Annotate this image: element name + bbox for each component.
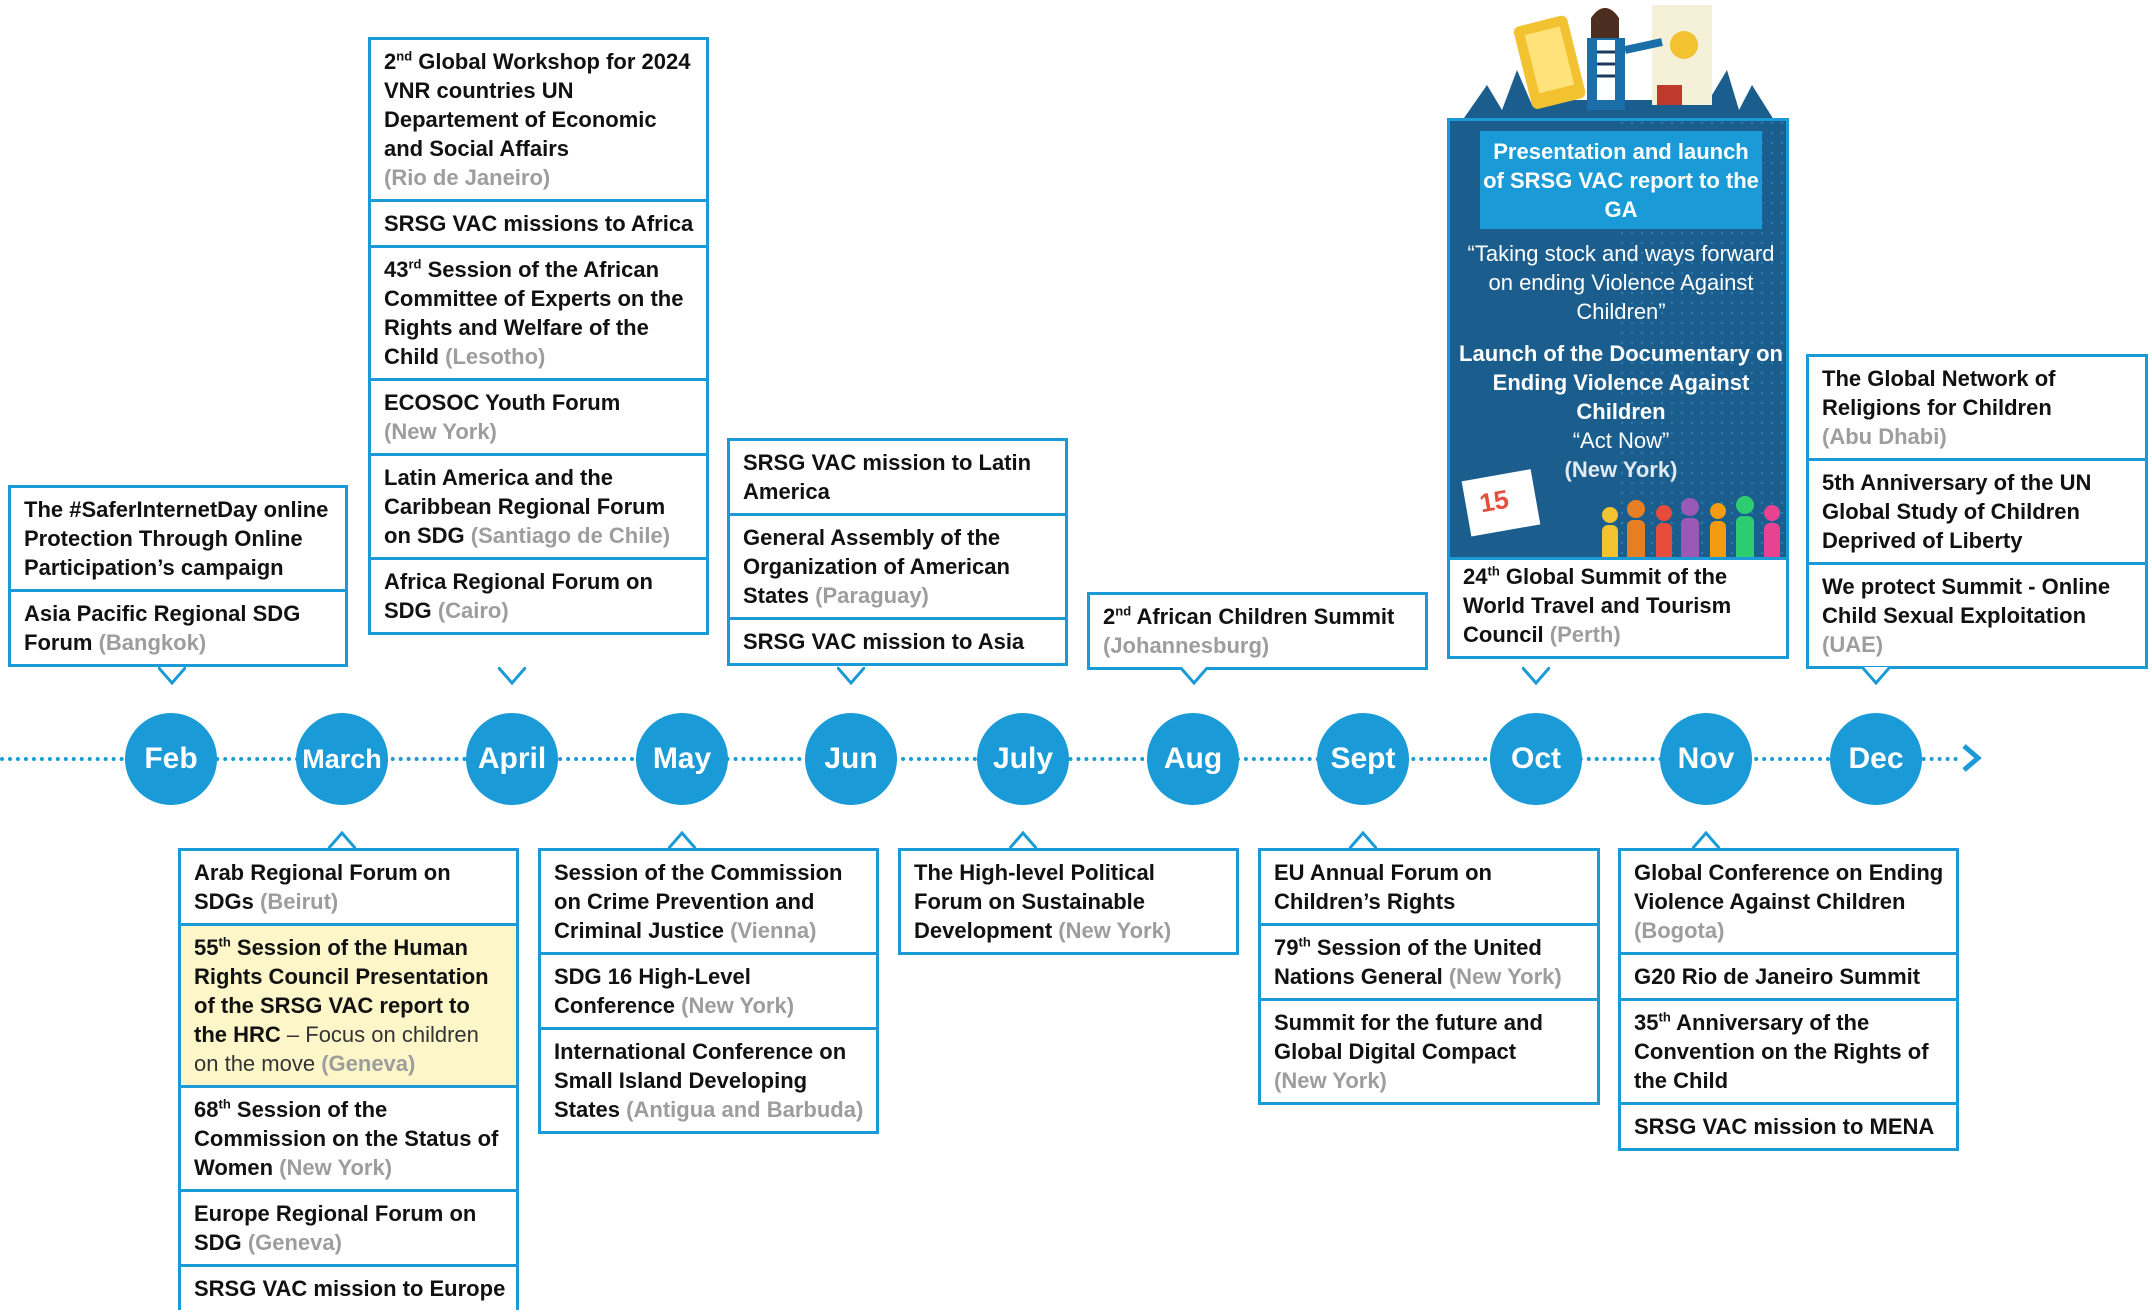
event-item: SRSG VAC mission to Asia — [730, 617, 1065, 663]
event-item: Europe Regional Forum on SDG (Geneva) — [181, 1189, 516, 1264]
event-item: SRSG VAC mission to Latin America — [743, 450, 1032, 504]
event-item: SRSG VAC mission to Europe — [181, 1264, 516, 1310]
connector-pointer — [1180, 667, 1208, 685]
event-item: 43rd Session of the African Committee of… — [371, 245, 706, 378]
event-item: The #SaferInternetDay online Protection … — [24, 497, 329, 580]
event-item: EU Annual Forum on Children’s Rights — [1274, 860, 1492, 914]
month-oct: Oct — [1490, 713, 1582, 805]
event-item: 5th Anniversary of the UN Global Study o… — [1809, 458, 2145, 562]
event-item: 2nd African Children Summit(Johannesburg… — [1103, 603, 1395, 658]
march-events-box: Arab Regional Forum on SDGs (Beirut) 55t… — [178, 848, 519, 1310]
event-item: ECOSOC Youth Forum(New York) — [371, 378, 706, 453]
connector-pointer — [1862, 667, 1890, 685]
children-silhouettes-icon — [1602, 496, 1780, 557]
featured-launch-title: Launch of the Documentary on Ending Viol… — [1459, 341, 1783, 424]
aug-events-box: 2nd African Children Summit(Johannesburg… — [1087, 592, 1428, 670]
featured-act-now: “Act Now” — [1572, 428, 1670, 453]
event-item: General Assembly of the Organization of … — [730, 513, 1065, 617]
jun-events-box: SRSG VAC mission to Latin America Genera… — [727, 438, 1068, 666]
event-item: 35th Anniversary of the Convention on th… — [1621, 998, 1956, 1102]
month-feb: Feb — [125, 713, 217, 805]
nov-events-box: Global Conference on Ending Violence Aga… — [1618, 848, 1959, 1151]
month-dec: Dec — [1830, 713, 1922, 805]
connector-pointer — [158, 667, 186, 685]
presenter-illustration-icon — [1457, 5, 1779, 128]
event-item: Arab Regional Forum on SDGs (Beirut) — [194, 860, 451, 914]
april-events-box: 2nd Global Workshop for 2024 VNR countri… — [368, 37, 709, 635]
featured-content: 15 Presentation and launch of SRSG VAC r… — [1447, 118, 1789, 560]
july-events-box: The High-level Political Forum on Sustai… — [898, 848, 1239, 955]
event-item: Summit for the future and Global Digital… — [1261, 998, 1597, 1102]
month-sept: Sept — [1317, 713, 1409, 805]
month-jun: Jun — [805, 713, 897, 805]
month-nov: Nov — [1660, 713, 1752, 805]
sept-events-box: EU Annual Forum on Children’s Rights 79t… — [1258, 848, 1600, 1105]
dec-events-box: The Global Network of Religions for Chil… — [1806, 354, 2148, 669]
event-item: International Conference on Small Island… — [541, 1027, 876, 1131]
featured-location: (New York) — [1564, 457, 1678, 482]
month-aug: Aug — [1147, 713, 1239, 805]
connector-pointer — [1522, 667, 1550, 685]
event-item: Global Conference on Ending Violence Aga… — [1634, 860, 1944, 943]
event-item: We protect Summit - Online Child Sexual … — [1809, 562, 2145, 666]
event-item: The High-level Political Forum on Sustai… — [914, 860, 1172, 943]
event-item-highlighted: 55th Session of the Human Rights Council… — [181, 923, 516, 1085]
event-item: 2nd Global Workshop for 2024 VNR countri… — [384, 48, 691, 190]
connector-pointer — [1009, 831, 1037, 849]
svg-text:15: 15 — [1477, 484, 1511, 519]
timeline-arrow-icon — [1962, 744, 1982, 772]
month-july: July — [977, 713, 1069, 805]
connector-pointer — [328, 831, 356, 849]
connector-pointer — [1349, 831, 1377, 849]
connector-pointer — [837, 667, 865, 685]
connector-pointer — [498, 667, 526, 685]
month-april: April — [466, 713, 558, 805]
oct-events-box: 24th Global Summit of the World Travel a… — [1447, 555, 1789, 659]
featured-ga-report-card: 15 Presentation and launch of SRSG VAC r… — [1447, 0, 1789, 560]
feb-events-box: The #SaferInternetDay online Protection … — [8, 485, 348, 667]
event-item: SDG 16 High-Level Conference (New York) — [541, 952, 876, 1027]
act-now-logo-icon: 15 — [1461, 469, 1541, 537]
featured-banner: Presentation and launch of SRSG VAC repo… — [1480, 131, 1762, 229]
connector-pointer — [1692, 831, 1720, 849]
event-item: 79th Session of the United Nations Gener… — [1261, 923, 1597, 998]
may-events-box: Session of the Commission on Crime Preve… — [538, 848, 879, 1134]
event-item: The Global Network of Religions for Chil… — [1822, 366, 2056, 449]
event-item: Latin America and the Caribbean Regional… — [371, 453, 706, 557]
month-may: May — [636, 713, 728, 805]
month-march: March — [296, 713, 388, 805]
event-item: Africa Regional Forum on SDG (Cairo) — [371, 557, 706, 632]
event-item: Session of the Commission on Crime Preve… — [554, 860, 843, 943]
event-item: 24th Global Summit of the World Travel a… — [1463, 563, 1732, 647]
event-item: G20 Rio de Janeiro Summit — [1621, 952, 1956, 998]
event-item: SRSG VAC missions to Africa — [371, 199, 706, 245]
event-item: SRSG VAC mission to MENA — [1621, 1102, 1956, 1148]
event-item: Asia Pacific Regional SDG Forum (Bangkok… — [11, 589, 345, 664]
connector-pointer — [668, 831, 696, 849]
event-item: 68th Session of the Commission on the St… — [181, 1085, 516, 1189]
featured-quote: “Taking stock and ways forward on ending… — [1467, 241, 1775, 324]
